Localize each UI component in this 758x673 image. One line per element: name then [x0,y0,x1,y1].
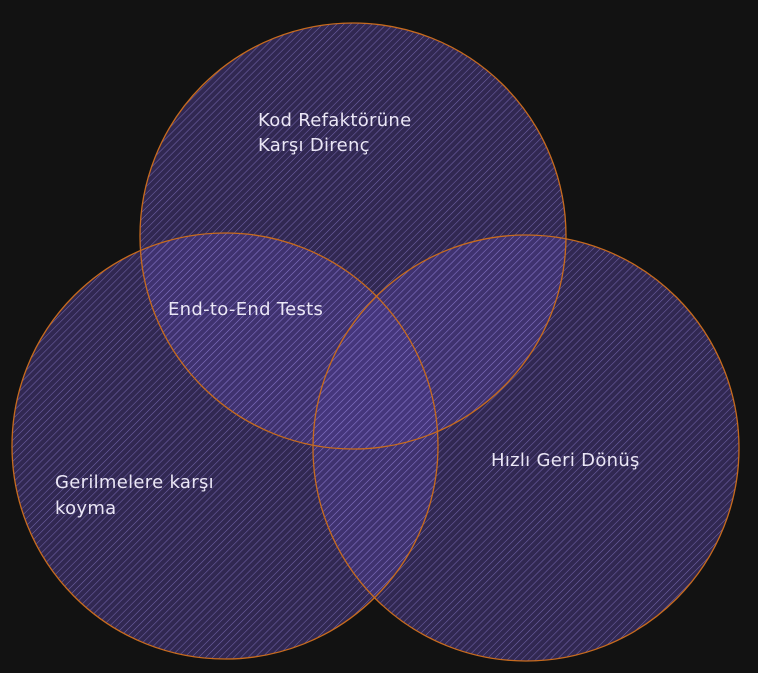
label-left-line-1: Gerilmelere karşı [55,472,214,493]
circle-top [140,23,566,449]
label-top-line-2: Karşı Direnç [258,135,370,156]
circle-right-outline [312,234,740,662]
circle-left-outline [11,232,439,660]
label-left: Gerilmelere karşı koyma [55,472,220,519]
label-left-line-2: koyma [55,498,117,519]
circle-top-outline [139,22,567,450]
label-intersection-line-1: End-to-End Tests [168,299,323,320]
label-top: Kod Refaktörüne Karşı Direnç [258,110,418,156]
circle-top-hatch [140,23,566,449]
label-right: Hızlı Geri Dönüş [491,450,640,471]
label-right-line-1: Hızlı Geri Dönüş [491,450,640,471]
label-intersection-top-left: End-to-End Tests [168,299,323,320]
label-top-line-1: Kod Refaktörüne [258,110,412,131]
